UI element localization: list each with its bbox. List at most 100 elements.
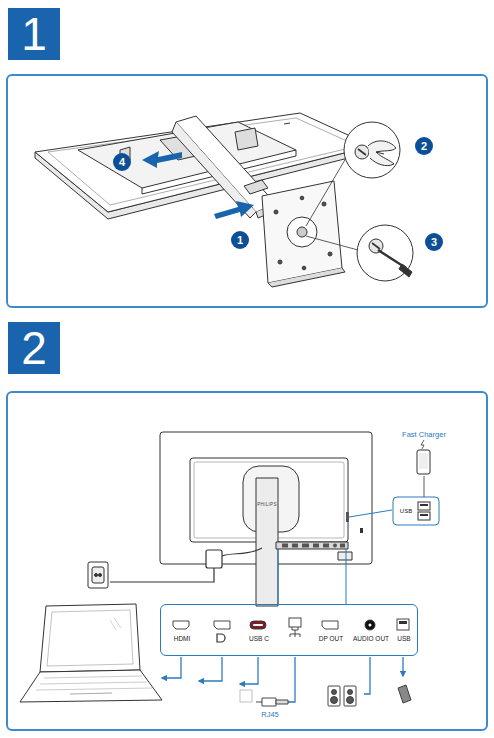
wall-outlet — [92, 567, 104, 583]
stand-base — [262, 181, 342, 283]
power-cord — [110, 548, 262, 582]
port-panel-leader — [278, 549, 346, 604]
magnifier-leader — [306, 158, 346, 226]
magnified-screwdriver — [372, 243, 380, 249]
port-label: USB — [400, 508, 412, 514]
cable-ends — [344, 686, 356, 706]
laptop — [110, 618, 121, 630]
port-label: USB C — [249, 636, 269, 643]
callout-number: 4 — [113, 153, 131, 171]
side-usb-callout — [420, 504, 428, 506]
side-usb-callout — [349, 476, 439, 525]
cable-leader — [162, 657, 181, 678]
stand-base — [262, 181, 345, 287]
magnified-screwdriver — [399, 264, 412, 277]
phone-icon — [421, 440, 424, 449]
cable-ends — [347, 697, 354, 704]
port-icons — [322, 621, 338, 629]
cable-ends — [256, 702, 262, 703]
monitor-back — [346, 512, 349, 522]
wall-outlet — [99, 574, 102, 577]
callout-number: 3 — [425, 233, 443, 251]
monitor-back — [333, 544, 337, 548]
port-icons — [290, 630, 300, 637]
magnified-screwdriver — [357, 225, 413, 281]
cable-ends — [398, 685, 411, 703]
cable-leader — [288, 657, 295, 702]
port-label: HDMI — [174, 636, 191, 643]
port-label: USB — [397, 636, 410, 643]
side-usb-callout — [424, 476, 425, 497]
laptop — [20, 670, 162, 702]
monitor-back — [360, 528, 363, 533]
port-panel-leader — [346, 549, 347, 604]
callout-number: 2 — [415, 137, 433, 155]
cable-ends — [240, 690, 252, 702]
section-badge: 1 — [8, 8, 60, 60]
laptop — [70, 693, 112, 694]
magnifier-leader — [306, 158, 358, 250]
monitor-back — [338, 552, 352, 560]
magnified-screw — [355, 145, 369, 159]
section-number: 1 — [21, 11, 47, 57]
direction-arrow — [142, 151, 254, 219]
cable-ends — [262, 698, 276, 706]
cable-ends — [332, 690, 337, 695]
wall-outlet — [95, 574, 98, 577]
stand-base — [274, 210, 278, 214]
port-icons — [365, 620, 375, 630]
cable-leader — [402, 657, 403, 676]
side-usb-callout — [418, 512, 430, 520]
cable-ends — [328, 686, 340, 706]
magnified-screwdriver — [357, 225, 413, 281]
wall-outlet — [88, 562, 108, 588]
monitor-back — [323, 544, 329, 548]
direction-arrow — [214, 201, 254, 219]
port-icons — [214, 621, 230, 629]
cable-leader — [199, 657, 222, 681]
direction-arrow — [142, 151, 182, 168]
phone-icon — [417, 440, 430, 474]
port-icons — [292, 627, 298, 630]
magnified-screw — [358, 149, 366, 155]
section-badge: 2 — [8, 322, 60, 374]
cable-leader — [240, 657, 258, 684]
laptop — [20, 604, 162, 702]
callout-number: 1 — [237, 235, 243, 246]
port-icons — [369, 624, 372, 627]
stand-base — [278, 260, 282, 264]
stand-base — [297, 227, 307, 237]
cable-ends — [276, 700, 288, 704]
stand-base — [300, 196, 304, 200]
port-label: RJ45 — [261, 711, 279, 719]
magnified-screw — [368, 141, 396, 166]
monitor-back — [282, 544, 288, 548]
cable-leader — [364, 657, 370, 694]
laptop — [40, 604, 140, 672]
port-label: AUDIO OUT — [353, 636, 389, 643]
stand-base — [302, 266, 306, 270]
callout-number: 4 — [119, 157, 125, 168]
phone-icon — [419, 453, 428, 469]
port-icons — [399, 621, 407, 624]
power-cord — [222, 548, 262, 556]
stand-base — [322, 202, 326, 206]
magnifier-leader — [306, 236, 358, 250]
monitor-back — [276, 542, 348, 549]
monitor-back — [256, 478, 278, 606]
laptop — [36, 676, 152, 690]
port-icons — [250, 621, 266, 629]
monitor-back — [302, 544, 309, 548]
magnified-screw — [376, 152, 384, 154]
callout-number: 1 — [231, 231, 249, 249]
side-usb-callout — [349, 510, 392, 517]
port-panel-leader — [278, 549, 279, 604]
stand-arm — [172, 122, 256, 218]
laptop — [47, 610, 133, 666]
port-note: Fast Charger — [402, 431, 446, 439]
monitor-back — [292, 544, 298, 548]
side-usb-callout — [418, 502, 430, 510]
stand-base — [268, 268, 345, 287]
section-panel — [7, 75, 487, 307]
